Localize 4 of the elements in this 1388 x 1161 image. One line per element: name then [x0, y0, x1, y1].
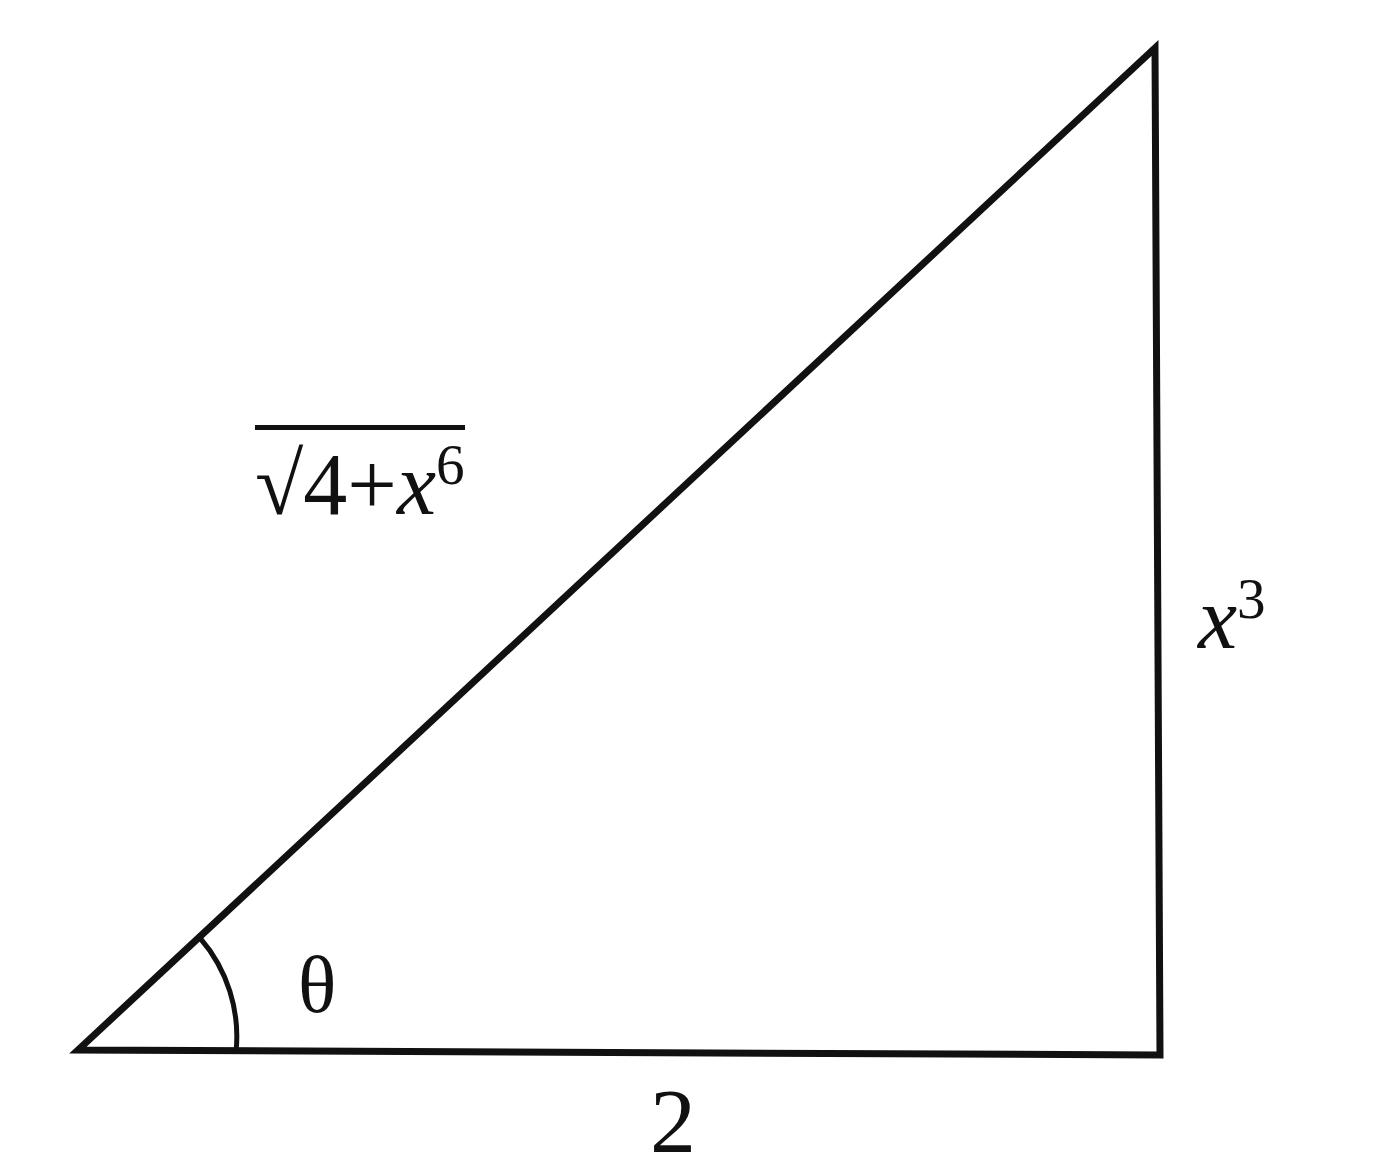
- hypotenuse-label: √4+x$^{6}$: [255, 425, 465, 530]
- side-label: x$^{3}$: [1198, 570, 1266, 664]
- angle-label: θ: [298, 945, 337, 1025]
- base-label: 2: [650, 1075, 696, 1161]
